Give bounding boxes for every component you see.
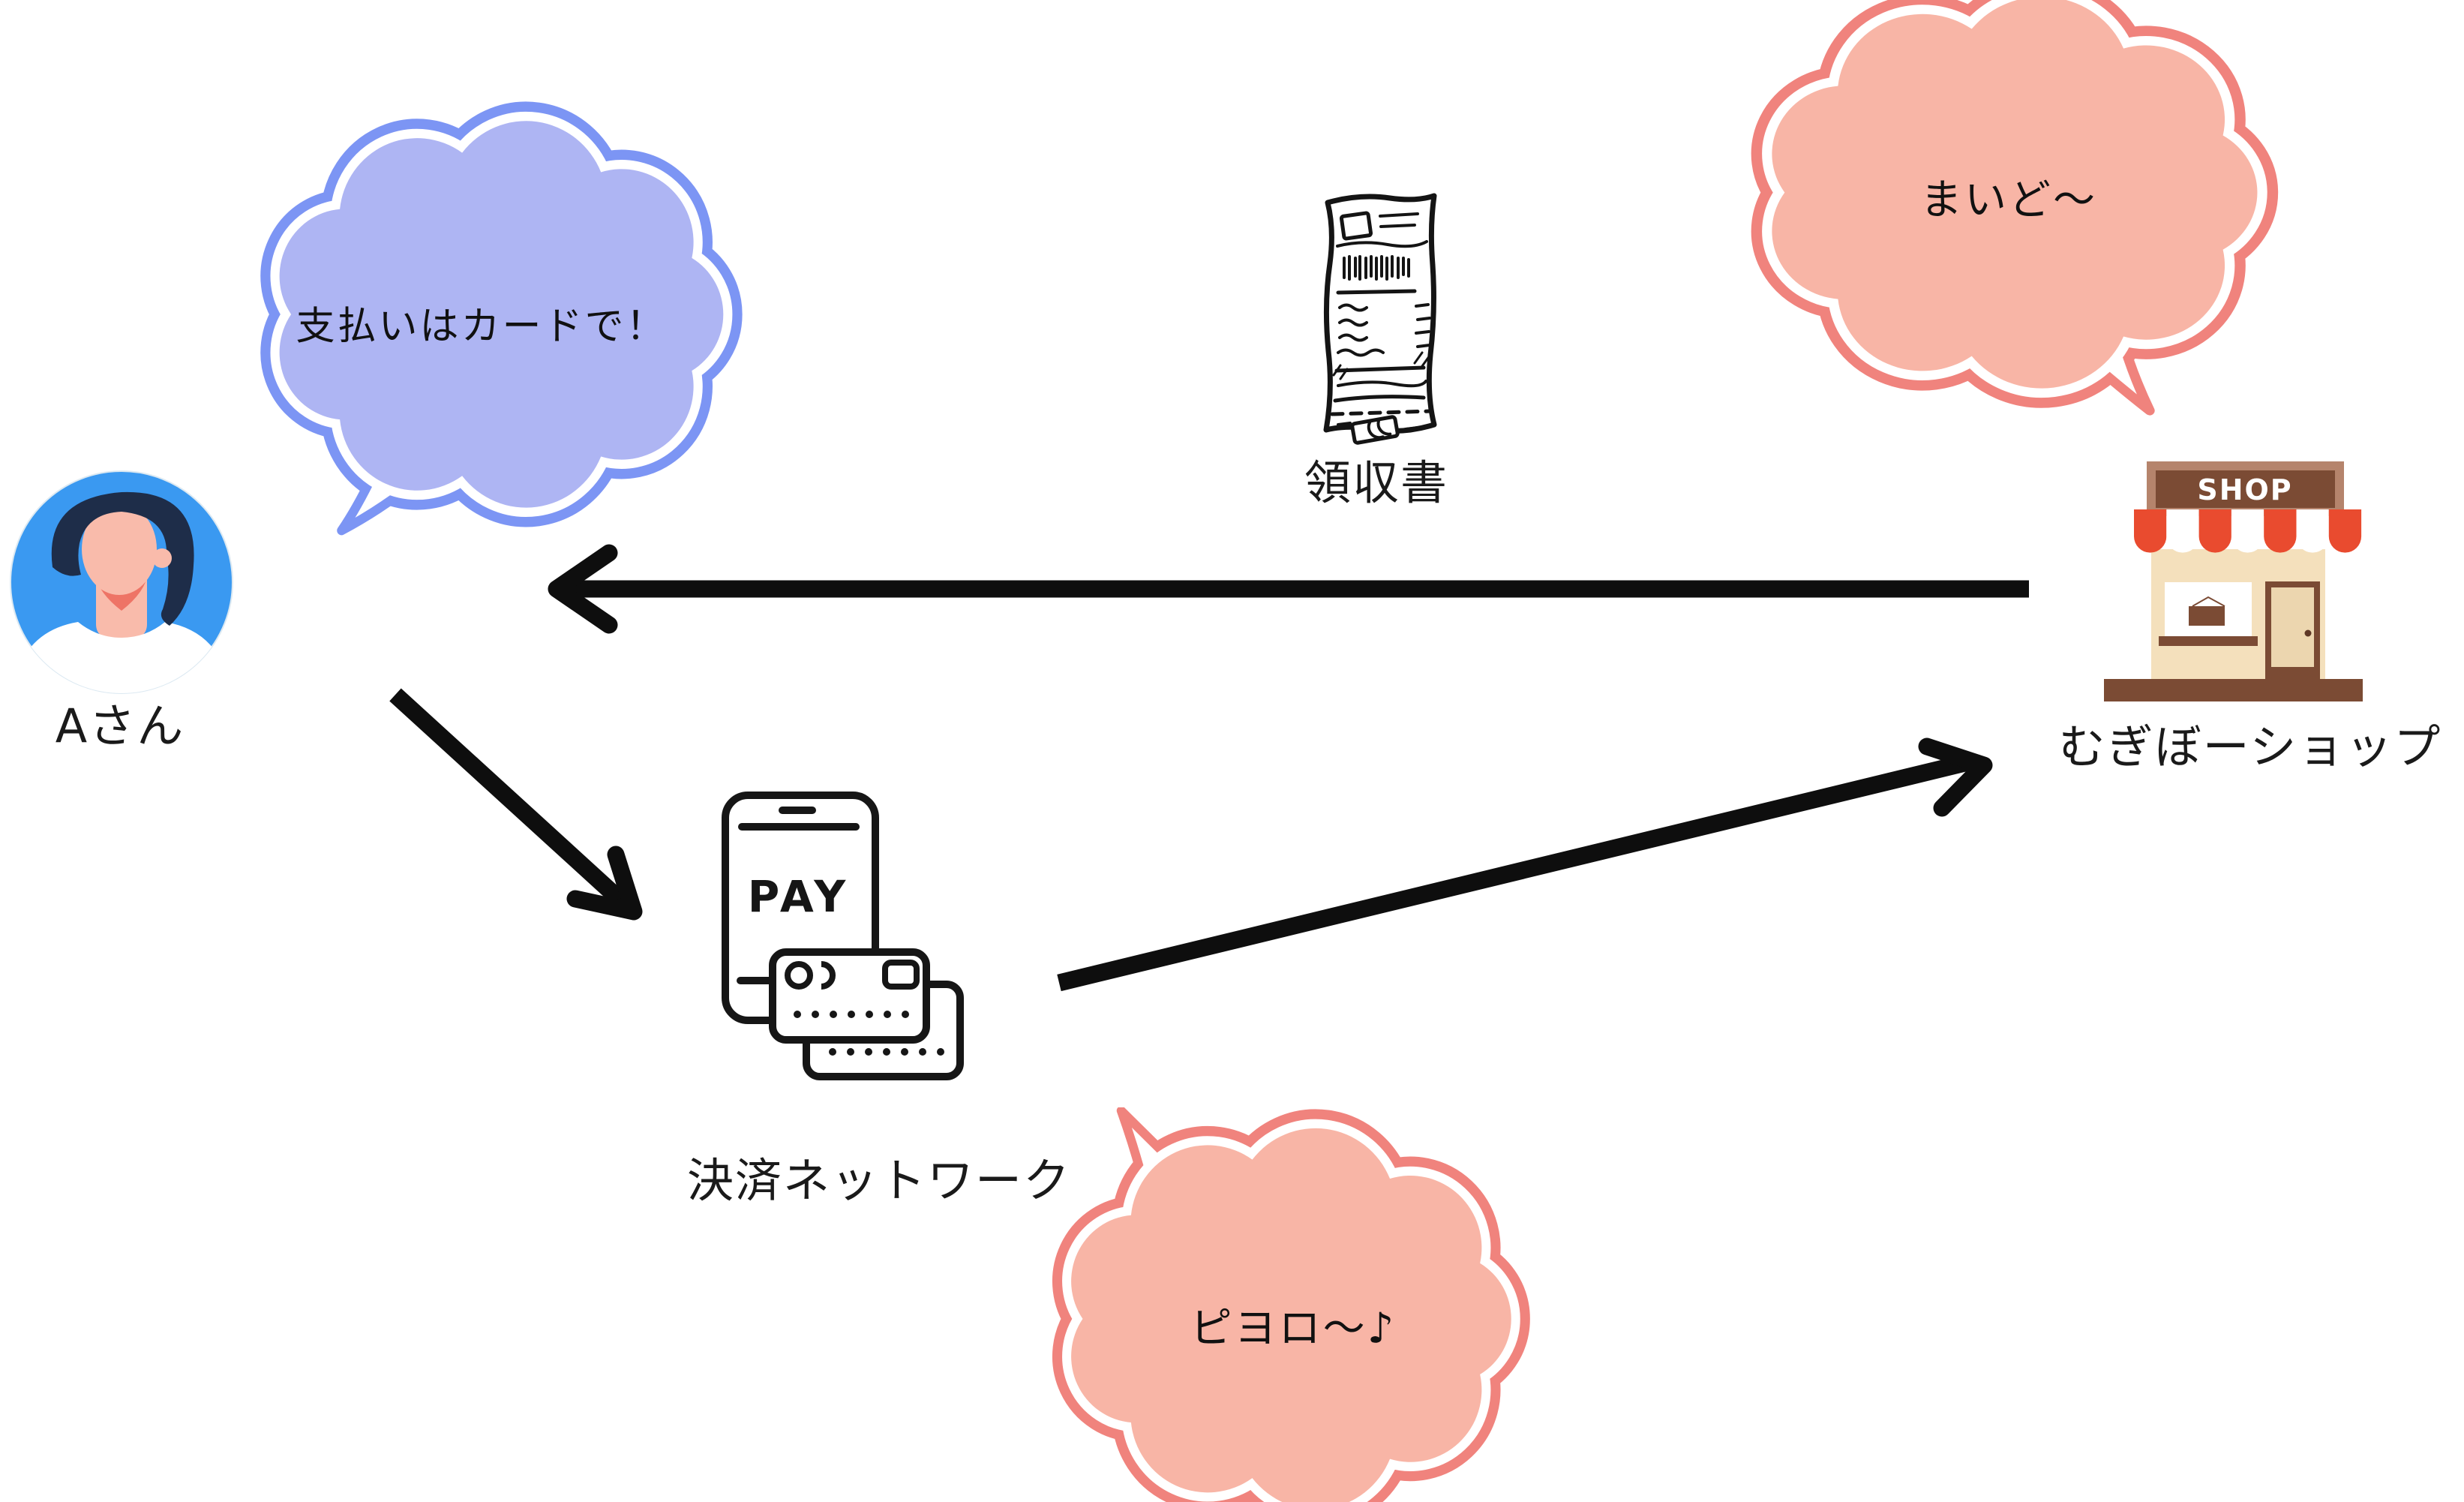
person-avatar-icon bbox=[10, 470, 233, 694]
network-speech-text: ピヨロ〜♪ bbox=[1190, 1304, 1397, 1353]
customer-speech-text: 支払いはカードで！ bbox=[296, 304, 668, 350]
network-speech-bubble bbox=[1052, 1107, 1530, 1502]
shop-door bbox=[2265, 581, 2320, 679]
customer-label: Aさん bbox=[55, 698, 185, 753]
payment-network-label: 決済ネットワーク bbox=[686, 1153, 1072, 1208]
customer-speech-bubble bbox=[260, 101, 743, 536]
card-chip bbox=[882, 960, 920, 990]
awning bbox=[2134, 509, 2362, 553]
shop-sign-text: SHOP bbox=[2197, 473, 2292, 506]
receipt-icon bbox=[1323, 193, 1437, 445]
shop-speech-text: まいど〜 bbox=[1920, 176, 2097, 225]
pay-screen-text: PAY bbox=[748, 871, 851, 922]
payment-request-arrow bbox=[389, 688, 643, 921]
network-to-shop-arrow bbox=[1057, 737, 1993, 992]
storefront-icon: SHOP bbox=[2104, 461, 2363, 701]
receipt-label: 領収書 bbox=[1304, 455, 1449, 510]
shop-speech-bubble bbox=[1751, 0, 2279, 416]
payment-network-icon: PAY bbox=[722, 792, 964, 1080]
shop-label: むぎぼーショップ bbox=[2058, 719, 2442, 774]
receipt-arrow bbox=[548, 544, 2029, 634]
